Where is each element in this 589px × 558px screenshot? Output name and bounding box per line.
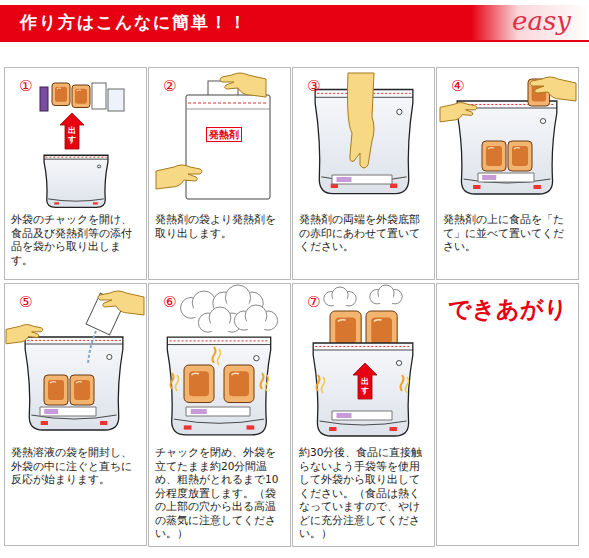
step-number: ① [19,76,146,96]
step-description: 発熱剤の袋より発熱剤を取り出します。 [155,213,285,240]
label-holder: 出す [68,127,76,145]
step-number: ⑦ [307,292,434,312]
arrow-label: 出す [68,127,76,145]
out-arrow [60,113,84,149]
step6-illustration [167,337,270,435]
finish-label: できあがり [437,294,578,324]
step-cell: ② 発熱剤の袋より発熱剤を取り出します。 [148,67,291,280]
step1-illustration [92,83,106,109]
label-holder: 出す [361,378,369,396]
step2-illustration [186,109,270,110]
step-description: 約30分後、食品に直接触らないよう手袋等を使用して外袋から取り出してください。（… [299,446,429,541]
step-number: ④ [451,76,578,96]
step-number: ⑥ [163,292,290,312]
step1-illustration [40,87,48,111]
label-holder: easy [512,5,571,37]
step-cell: ⑦ 約30分後、食品に直接触らないよう手袋等を使用して外袋から取り出してください。… [292,283,435,547]
step6-illustration [171,373,179,391]
step5-illustration [25,337,123,430]
step5-illustration [44,375,68,405]
step1-illustration [52,83,70,106]
bag-stamp: 発熱剤 [206,127,242,142]
finish-cell: できあがり [436,283,579,546]
step-cell: ④ 発熱剤の上に食品を「たて」に並べて置いてください。 [436,67,579,280]
step-description: 発熱剤の上に食品を「たて」に並べて置いてください。 [443,213,573,254]
step7-illustration [401,375,409,393]
step4-illustration [482,141,506,171]
step-description: チャックを閉め、外袋を立てたまま約20分間温め、粗熱がとれるまで10分程度放置し… [155,446,285,541]
step4-illustration [530,77,576,101]
step-number: ③ [307,76,434,96]
page-title: 作り方はこんなに簡単！！ [20,11,248,33]
step4-illustration [440,103,477,122]
step7-illustration [313,343,413,436]
step7-illustration [317,375,325,393]
step-cell: ⑥ チャックを閉め、外袋を立てたまま約20分間温め、粗熱がとれるまで10分程度放置… [148,283,291,547]
step7-illustration [313,285,413,436]
step2-illustration [220,73,266,97]
step7-illustration [324,287,356,309]
step6-illustration [184,365,214,403]
step-description: 発熱溶液の袋を開封し、外袋の中に注ぐと直ちに反応が始まります。 [11,446,141,487]
step1-illustration [40,83,124,207]
step-cell: ③ 発熱剤の両端を外袋底部の赤印にあわせて置いてください。 [292,67,435,280]
step-number: ② [163,76,290,96]
step6-illustration [186,407,250,416]
step1-illustration [108,89,124,111]
step3-illustration [348,73,375,168]
step7-illustration [370,285,402,307]
step6-illustration [167,285,277,435]
title-band: 作り方はこんなに簡単！！ [20,11,248,33]
step6-illustration [224,365,254,403]
step2-illustration [156,165,202,189]
step7-illustration [332,411,392,420]
step6-illustration [261,373,269,391]
header-rule [0,40,589,42]
step-cell: ⑤ 発熱溶液の袋を開封し、外袋の中に注ぐと直ちに反応が始まります。 [4,283,147,546]
out-arrow [353,363,377,399]
step3-illustration [332,175,392,184]
step5-illustration [40,407,96,416]
label-holder: 発熱剤 [206,127,242,142]
step5-illustration [70,375,94,405]
step-description: 外袋のチャックを開け、食品及び発熱剤等の添付品を袋から取り出します。 [11,213,141,267]
step-description: 発熱剤の両端を外袋底部の赤印にあわせて置いてください。 [299,213,429,254]
step6-illustration [213,347,221,365]
step4-illustration [508,141,532,171]
step5-illustration [6,325,43,344]
step5-illustration [98,291,144,315]
arrow-label: 出す [361,378,369,396]
step6-illustration [234,305,277,334]
step-number: ⑤ [19,292,146,312]
step5-illustration [6,291,144,430]
header-accent: easy [512,5,571,37]
step5-illustration [88,331,96,363]
step2-illustration [188,103,268,104]
step3-illustration [315,73,413,194]
step1-illustration [72,85,90,108]
step2-illustration [186,95,270,199]
step-cell: ① 外袋のチャックを開け、食品及び発熱剤等の添付品を袋から取り出します。 [4,67,147,280]
step1-illustration [44,155,108,207]
step4-illustration [478,173,534,182]
